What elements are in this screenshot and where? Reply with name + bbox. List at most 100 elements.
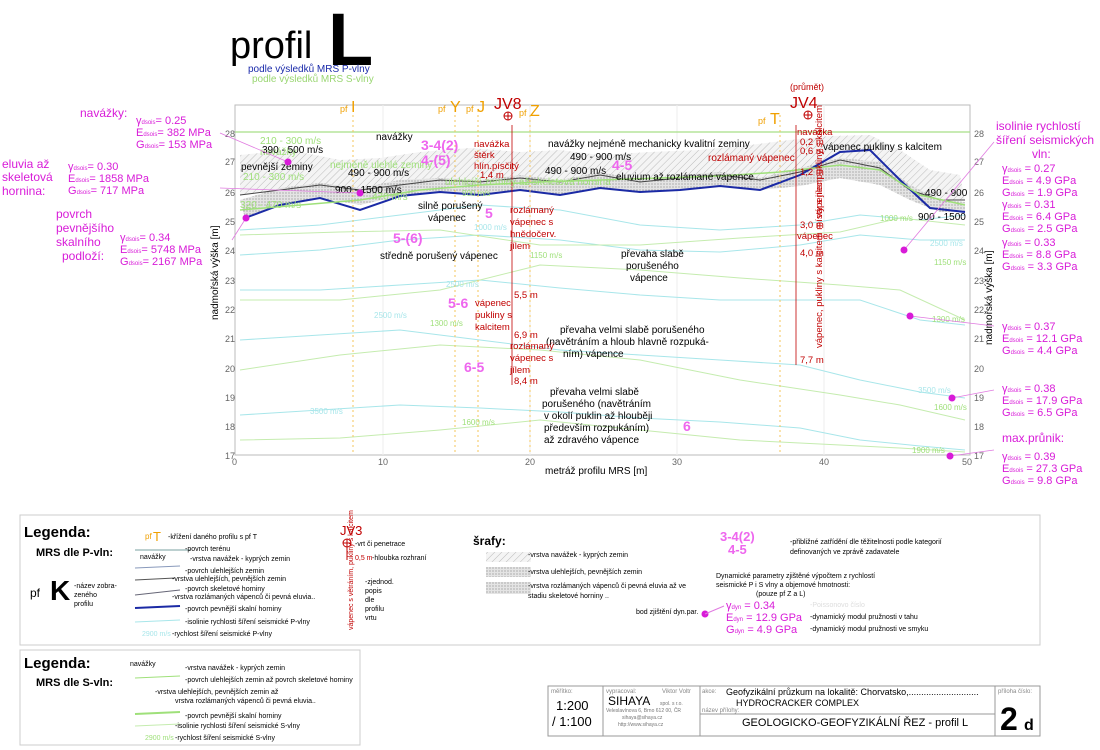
svg-text:převaha slabě: převaha slabě	[621, 249, 684, 260]
svg-text:Gdsois = 6.5 GPa: Gdsois = 6.5 GPa	[1002, 407, 1078, 419]
svg-text:MRS dle S-vln:: MRS dle S-vln:	[36, 677, 113, 689]
svg-text:pf: pf	[145, 532, 152, 541]
svg-text:19: 19	[225, 393, 235, 403]
svg-text:20: 20	[525, 457, 535, 467]
svg-text:především rozpukáním): především rozpukáním)	[544, 423, 649, 434]
svg-text:pevnější zeminy: pevnější zeminy	[241, 162, 313, 173]
svg-text:vrstva rozlámaných vápenců či: vrstva rozlámaných vápenců či pevná eluv…	[175, 697, 316, 705]
svg-text:vápenec s: vápenec s	[510, 353, 554, 364]
svg-text:vypracoval:: vypracoval:	[606, 689, 637, 695]
svg-text:18: 18	[225, 422, 235, 432]
svg-text:-vrstva ulehlejších, pevnějšíc: -vrstva ulehlejších, pevnějších zemin	[172, 576, 286, 583]
svg-text:22: 22	[974, 305, 984, 315]
svg-text:hlín.písčitý: hlín.písčitý	[474, 161, 519, 172]
svg-text:6: 6	[683, 418, 691, 434]
svg-text:4,0 m: 4,0 m	[800, 248, 824, 259]
svg-text:-povrch ulehlejších zemin až: -povrch ulehlejších zemin až povrch skel…	[185, 677, 353, 684]
svg-text:silně porušený: silně porušený	[418, 201, 482, 212]
title-sub-s: podle výsledků MRS S-vlny	[252, 73, 374, 85]
svg-text:210 - 300 m/s: 210 - 300 m/s	[260, 136, 321, 147]
svg-text:γdsois = 0.38: γdsois = 0.38	[1002, 383, 1055, 395]
svg-text:popis: popis	[365, 588, 382, 595]
svg-text:(pouze pf Z a L): (pouze pf Z a L)	[756, 591, 805, 598]
svg-text:Z: Z	[530, 103, 540, 120]
svg-text:γdsois = 0.27: γdsois = 0.27	[1002, 163, 1055, 175]
svg-text:6,9 m: 6,9 m	[514, 330, 538, 341]
svg-text:-vrstva ulehlejších, pevnějšíc: -vrstva ulehlejších, pevnějších zemin až	[155, 689, 279, 696]
svg-text:-Poissonovo číslo: -Poissonovo číslo	[810, 602, 865, 609]
svg-text:povrch: povrch	[56, 207, 92, 221]
svg-text:vápenec, pukliny s kalcitem mí: vápenec, pukliny s kalcitem místy s jíle…	[814, 177, 825, 348]
svg-text:název přílohy:: název přílohy:	[702, 708, 740, 714]
svg-text:Y: Y	[450, 99, 461, 116]
svg-text:3-4(2): 3-4(2)	[421, 137, 458, 153]
svg-text:navážky: navážky	[130, 661, 156, 668]
svg-text:1600 m/s: 1600 m/s	[934, 403, 967, 412]
svg-text:pf: pf	[340, 104, 348, 114]
bedrock-surface-p	[244, 148, 966, 219]
svg-text:vápenec pukliny s kalcitem: vápenec pukliny s kalcitem	[814, 105, 825, 218]
svg-text:-isolinie rychlosti šíření sei: -isolinie rychlosti šíření seismické S-v…	[175, 723, 300, 730]
svg-text:měřítko:: měřítko:	[551, 689, 573, 695]
svg-text:seismické P i S vlny a objemov: seismické P i S vlny a objemové hmotnost…	[716, 582, 850, 589]
svg-text:stadiu skeletové horniny ..: stadiu skeletové horniny ..	[528, 593, 609, 600]
svg-text:isolinie rychlostí: isolinie rychlostí	[996, 119, 1081, 133]
svg-text:30: 30	[672, 457, 682, 467]
svg-text:porušeného (navětráním: porušeného (navětráním	[542, 399, 651, 410]
svg-text:vápenec pukliny s kalcitem: vápenec pukliny s kalcitem	[823, 142, 942, 153]
svg-text:JV8: JV8	[494, 96, 522, 113]
svg-text:320 - 470 m/s: 320 - 470 m/s	[240, 200, 301, 211]
svg-text:19: 19	[974, 393, 984, 403]
legend-s-frame	[19, 649, 361, 746]
svg-text:navážky nejméně mechanicky kva: navážky nejméně mechanicky kvalitní zemi…	[548, 139, 750, 150]
svg-text:8,4 m: 8,4 m	[514, 376, 538, 387]
svg-text:18: 18	[974, 422, 984, 432]
svg-text:3500 m/s: 3500 m/s	[310, 407, 343, 416]
svg-text:vln:: vln:	[1032, 147, 1051, 161]
svg-text:21: 21	[225, 334, 235, 344]
svg-text:50: 50	[962, 457, 972, 467]
svg-text:porušeného: porušeného	[626, 261, 679, 272]
svg-text:Edsois = 6.4 GPa: Edsois = 6.4 GPa	[1002, 211, 1077, 223]
svg-text:10: 10	[378, 457, 388, 467]
svg-text:2900 m/s: 2900 m/s	[145, 735, 174, 742]
svg-text:max.průnik:: max.průnik:	[1002, 431, 1064, 445]
isolines-p	[239, 204, 966, 451]
svg-text:γdyn = 0.34: γdyn = 0.34	[726, 600, 775, 612]
svg-text:skalního: skalního	[56, 235, 101, 249]
svg-text:rozlámaný: rozlámaný	[510, 205, 554, 216]
svg-text:-povrch terénu: -povrch terénu	[185, 546, 230, 553]
svg-text:1300 m/s: 1300 m/s	[430, 319, 463, 328]
legend-p-frame	[19, 514, 1041, 646]
svg-text:K: K	[50, 575, 70, 606]
svg-text:sihaya@sihaya.cz: sihaya@sihaya.cz	[622, 715, 663, 721]
svg-text:Geofyzikální průzkum na lokali: Geofyzikální průzkum na lokalitě: Chorva…	[726, 687, 979, 697]
legend-s: Legenda: MRS dle S-vln: navážky -vrstva …	[24, 655, 353, 742]
svg-text:d: d	[1024, 717, 1034, 734]
svg-text:vrtu: vrtu	[365, 615, 377, 622]
svg-text:Gdsois = 2.5 GPa: Gdsois = 2.5 GPa	[1002, 223, 1078, 235]
svg-text:28: 28	[225, 129, 235, 139]
svg-text:390 - 500 m/s: 390 - 500 m/s	[262, 145, 323, 156]
svg-text:šrafy:: šrafy:	[473, 534, 506, 548]
svg-text:1300 m/s: 1300 m/s	[932, 315, 965, 324]
svg-text:3500 m/s: 3500 m/s	[918, 386, 951, 395]
right-params: isolinie rychlostí šíření seismických vl…	[996, 119, 1094, 487]
svg-text:pevnějšího: pevnějšího	[56, 221, 114, 235]
svg-text:26: 26	[225, 188, 235, 198]
svg-text:navážka: navážka	[797, 127, 833, 138]
svg-text:17: 17	[974, 451, 984, 461]
svg-text:23: 23	[974, 276, 984, 286]
svg-text:dle: dle	[365, 597, 374, 604]
svg-text:900 - 1500: 900 - 1500	[918, 212, 966, 223]
svg-text:2500 m/s: 2500 m/s	[446, 280, 479, 289]
svg-text:-vrstva rozlámaných vápenců či: -vrstva rozlámaných vápenců či pevná elu…	[172, 593, 315, 601]
svg-text:1,2 m: 1,2 m	[800, 167, 824, 178]
svg-text:akce:: akce:	[702, 689, 717, 695]
svg-text:Edsois= 5748 MPa: Edsois= 5748 MPa	[120, 244, 202, 256]
svg-text:rozlámaný: rozlámaný	[510, 341, 554, 352]
svg-text:1150 m/s: 1150 m/s	[934, 258, 966, 267]
svg-text:ním) vápence: ním) vápence	[563, 349, 624, 360]
